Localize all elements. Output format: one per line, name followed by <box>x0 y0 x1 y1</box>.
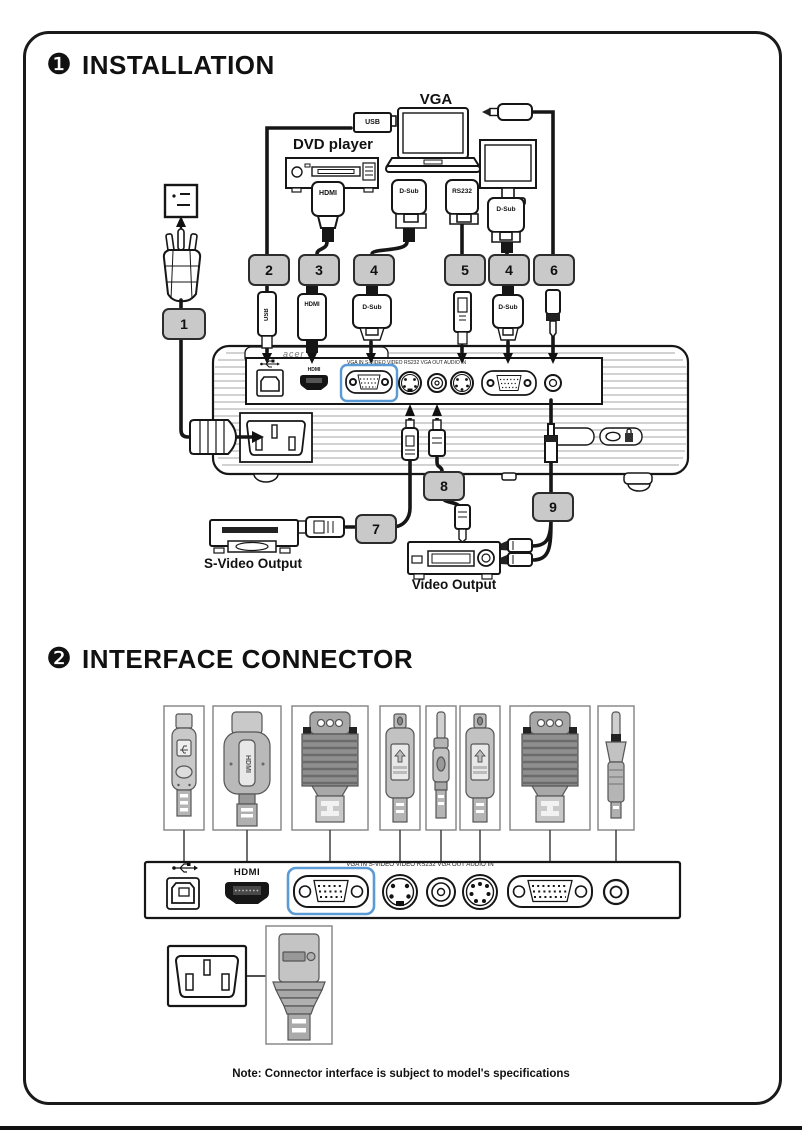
cable-connectors <box>189 103 561 567</box>
dsub-laptop-tag: D-Sub <box>399 187 419 195</box>
dsub-lower-b-tag: D-Sub <box>498 303 518 311</box>
cable-1-power <box>179 298 196 439</box>
cable-number-6: 6 <box>533 254 575 286</box>
kensington-lock-slot <box>547 427 643 446</box>
section-1-heading: ❶ INSTALLATION <box>46 50 275 81</box>
video-output-device <box>407 541 501 580</box>
hdmi-connector-tag: HDMI <box>319 189 337 197</box>
cable-number-3: 3 <box>298 254 340 286</box>
section-1-title: INSTALLATION <box>82 50 275 80</box>
din-plug-photo <box>465 713 495 823</box>
rca-plug-photo <box>432 711 450 819</box>
vga-in-port-2 <box>286 866 376 916</box>
vga-out-port <box>481 370 537 396</box>
cable-number-4a: 4 <box>353 254 395 286</box>
wall-outlet-icon <box>163 183 199 236</box>
usb-b-port-2 <box>166 862 200 910</box>
svideo-output-device <box>209 519 299 554</box>
connector-gallery <box>163 705 635 862</box>
cable-number-9: 9 <box>532 492 574 522</box>
cable-number-4b: 4 <box>488 254 530 286</box>
projector-hdmi-label: HDMI <box>307 366 321 373</box>
usb-cable-tag: USB <box>353 112 392 133</box>
cable-number-2: 2 <box>248 254 290 286</box>
section-2-bullet: ❷ <box>46 643 72 675</box>
dsub-lower-a-tag: D-Sub <box>362 303 382 311</box>
vga-plug-photo-2 <box>521 711 579 823</box>
connection-arrows <box>252 353 558 443</box>
vga-in-port <box>339 363 399 403</box>
video-port-2 <box>426 877 456 907</box>
dvd-player-label: DVD player <box>292 135 374 153</box>
hdmi-plug-photo <box>223 711 271 827</box>
projector-illustration <box>211 344 690 492</box>
acer-logo: acer <box>283 349 305 359</box>
video-port <box>427 373 447 393</box>
cable-9-audio-rca <box>530 398 553 562</box>
dvd-player-illustration <box>285 157 379 193</box>
hdmi-port <box>300 375 328 390</box>
usb-b-port <box>256 359 284 397</box>
usb-mini-connector-tag: USB <box>264 308 270 322</box>
vga-plug-photo <box>301 711 359 823</box>
s-video-port-2 <box>382 874 418 910</box>
section-2-heading: ❷ INTERFACE CONNECTOR <box>46 644 413 675</box>
interface-panel <box>143 860 682 920</box>
video-output-label: Video Output <box>411 577 497 592</box>
audio-plug-photo <box>605 711 627 819</box>
dsub-monitor-tag: D-Sub <box>496 205 516 213</box>
rs232-connector-tag: RS232 <box>452 187 472 195</box>
panel-hdmi-label: HDMI <box>233 866 261 878</box>
page-border <box>23 31 782 1105</box>
cable-number-7: 7 <box>355 514 397 544</box>
hdmi-port-2 <box>225 882 269 904</box>
power-inlet-detail <box>166 944 266 1008</box>
power-connector-photo <box>265 925 333 1045</box>
projector-port-labels: VGA IN S-VIDEO VIDEO RS232 VGA OUT AUDIO… <box>347 360 467 366</box>
section-1-bullet: ❶ <box>46 49 72 81</box>
rs232-port-2 <box>462 874 498 910</box>
svideo-plug-photo <box>385 713 415 823</box>
footer-note: Note: Connector interface is subject to … <box>232 1068 570 1080</box>
laptop-illustration <box>385 107 481 173</box>
s-video-port <box>398 371 422 395</box>
cable-4a-vga <box>369 240 409 354</box>
cable-number-8: 8 <box>423 471 465 501</box>
rs232-port <box>450 371 474 395</box>
audio-in-port <box>544 374 562 392</box>
vga-out-port-2 <box>507 875 593 908</box>
audio-in-port-2 <box>602 878 630 906</box>
hdmi-lower-connector-tag: HDMI <box>304 301 320 308</box>
svideo-output-label: S-Video Output <box>204 556 302 571</box>
monitor-illustration <box>479 139 537 206</box>
section-2-title: INTERFACE CONNECTOR <box>82 644 414 674</box>
cable-number-5: 5 <box>444 254 486 286</box>
hdmi-plug-label: HDMI <box>244 755 251 773</box>
usb-plug-photo <box>171 713 197 817</box>
vga-label: VGA <box>419 90 453 108</box>
cable-6-audio <box>530 110 555 354</box>
cable-number-1: 1 <box>162 308 206 340</box>
panel-port-labels: VGA IN S-VIDEO VIDEO RS232 VGA OUT AUDIO… <box>346 861 494 868</box>
page-bottom-rule <box>0 1126 802 1130</box>
power-plug-illustration <box>162 228 202 303</box>
